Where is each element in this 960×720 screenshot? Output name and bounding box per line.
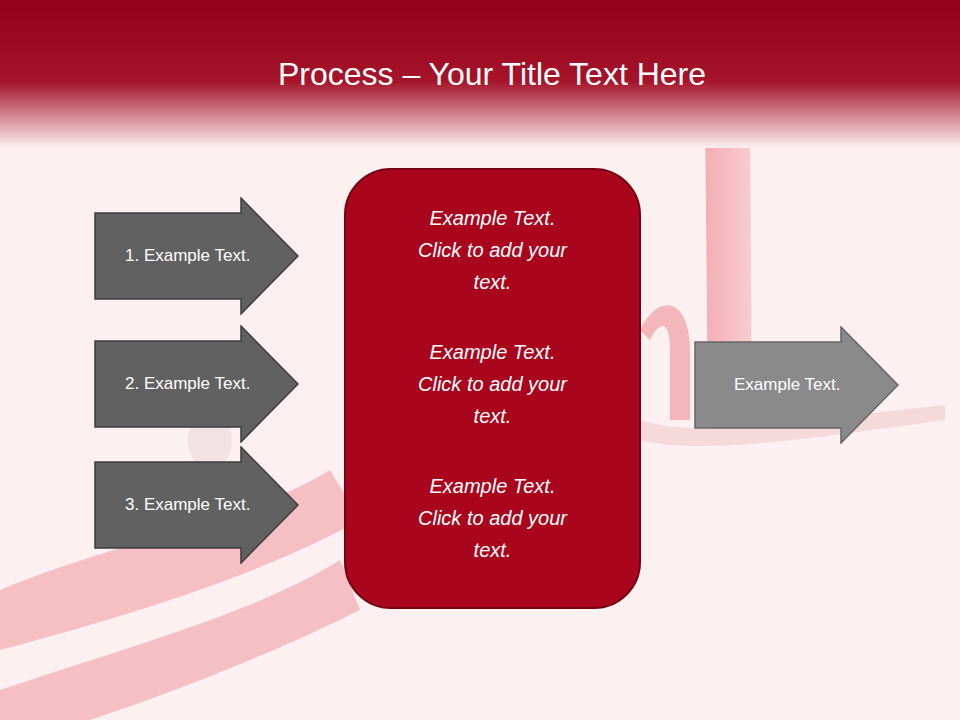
arrow-label: Example Text. xyxy=(734,374,840,396)
arrow-box: 2. Example Text. xyxy=(94,325,299,443)
arrow-box: 3. Example Text. xyxy=(94,446,299,564)
arrow-label: 1. Example Text. xyxy=(125,245,250,267)
arrow-label: 3. Example Text. xyxy=(125,494,250,516)
arrow-box: 1. Example Text. xyxy=(94,197,299,315)
arrow-box: Example Text. xyxy=(694,326,899,444)
panel-text: Example Text. Click to add your text. xyxy=(408,470,578,566)
panel-text: Example Text. Click to add your text. xyxy=(408,202,578,298)
slide-title: Process – Your Title Text Here xyxy=(160,50,824,98)
arrow-label: 2. Example Text. xyxy=(125,373,250,395)
panel-text: Example Text. Click to add your text. xyxy=(408,336,578,432)
text-panel: Example Text. Click to add your text. Exa… xyxy=(344,168,641,609)
